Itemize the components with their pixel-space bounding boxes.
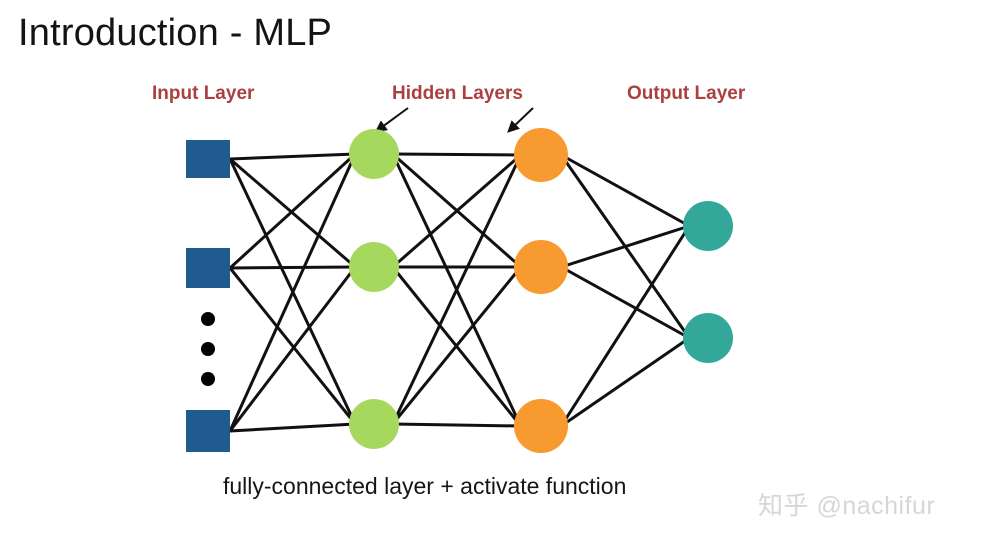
network-edge xyxy=(229,265,356,270)
output-layer-label: Output Layer xyxy=(627,83,746,104)
network-edge xyxy=(392,422,521,428)
diagram-caption: fully-connected layer + activate functio… xyxy=(223,473,627,499)
input-layer-label: Input Layer xyxy=(152,83,255,104)
network-edge xyxy=(229,422,356,433)
node-hidden-1-3 xyxy=(349,399,399,449)
node-output-2 xyxy=(683,313,733,363)
network-edge xyxy=(560,336,691,428)
edges-group xyxy=(228,152,691,433)
network-edge xyxy=(559,225,691,427)
network-edge xyxy=(560,153,690,228)
node-input-3 xyxy=(186,410,230,452)
network-edge xyxy=(391,266,522,425)
network-edge xyxy=(228,152,357,270)
arrow-annotations xyxy=(374,107,534,133)
network-edge xyxy=(228,267,357,425)
network-edge xyxy=(391,154,523,425)
node-input-1 xyxy=(186,140,230,178)
network-edge xyxy=(228,153,357,432)
node-hidden-2-3 xyxy=(514,399,568,453)
watermark: 知乎 @nachifur xyxy=(758,492,936,520)
node-hidden-2-2 xyxy=(514,240,568,294)
nodes-group xyxy=(186,128,733,453)
network-edge xyxy=(560,224,690,269)
node-hidden-2-1 xyxy=(514,128,568,182)
ellipsis-dot-3 xyxy=(201,372,215,386)
network-edge xyxy=(391,153,522,269)
ellipsis-dot-1 xyxy=(201,312,215,326)
hidden-arrow-right xyxy=(507,107,534,133)
node-hidden-1-1 xyxy=(349,129,399,179)
node-output-1 xyxy=(683,201,733,251)
input-ellipsis xyxy=(201,312,215,386)
network-edge xyxy=(392,152,521,157)
hidden-layers-label: Hidden Layers xyxy=(392,83,523,104)
node-hidden-1-2 xyxy=(349,242,399,292)
network-edge xyxy=(228,266,357,432)
page-title: Introduction - MLP xyxy=(18,12,333,54)
node-input-2 xyxy=(186,248,230,288)
network-edge xyxy=(229,152,356,161)
ellipsis-dot-2 xyxy=(201,342,215,356)
network-edge xyxy=(560,265,690,340)
hidden-arrow-left xyxy=(374,107,409,133)
